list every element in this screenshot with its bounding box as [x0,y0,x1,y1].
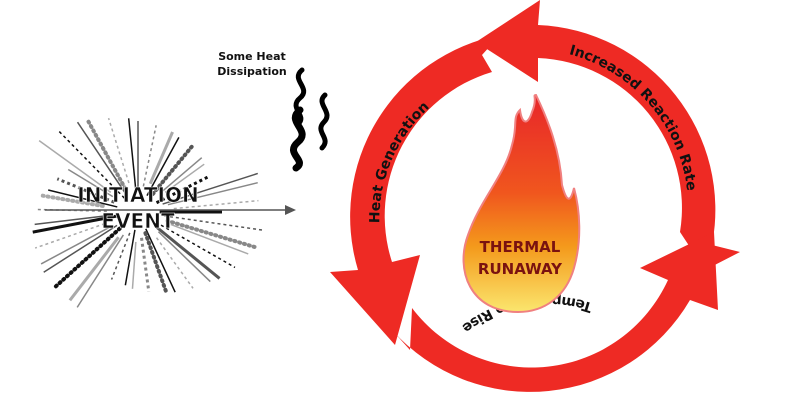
burst-ray [131,241,137,289]
burst-ray [157,231,211,283]
dissipation-label-line2: Dissipation [217,65,286,78]
burst-ray [146,137,180,196]
burst-ray [173,199,259,210]
burst-ray [40,193,105,208]
burst-ray [155,174,211,205]
arrow-increased-reaction-rate [476,0,740,270]
burst-ray [76,121,126,194]
burst-ray [56,177,115,204]
burst-ray [76,234,124,308]
arrow-temperature-rise [392,232,718,392]
burst-ray [53,223,126,290]
burst-ray [86,119,128,191]
burst-ray [148,131,174,185]
cycle-arrows [330,0,740,392]
burst-ray [34,214,112,226]
dissipation-label-line1: Some Heat [218,50,286,63]
burst-ray [162,172,259,205]
center-label-line2: RUNAWAY [478,260,563,278]
center-label-line1: THERMAL [480,238,561,256]
arrow-heat-generation [330,35,500,345]
burst-ray [159,157,203,194]
flame-icon [462,93,581,314]
burst-ray [155,226,221,280]
initiation-label-line1: INITIATION [77,183,198,207]
burst-ray [167,181,258,206]
burst-ray [43,224,118,273]
burst-ray [110,232,131,280]
burst-ray [142,125,157,187]
burst-ray [163,215,265,232]
burst-ray [34,222,106,249]
burst-ray [67,168,114,198]
burst-ray [127,118,137,195]
burst-ray [68,236,120,302]
burst-ray [155,237,194,289]
burst-icon [32,117,265,308]
burst-ray [140,237,151,292]
burst-ray [150,144,194,196]
burst-ray [32,214,118,234]
burst-ray [48,189,118,208]
burst-ray [107,117,130,184]
burst-ray [40,225,113,265]
heat-waves-icon [290,67,330,172]
burst-ray [165,218,258,250]
burst-ray [170,223,249,255]
initiation-arrowhead-icon [285,205,296,215]
burst-ray [124,229,136,286]
burst-ray [38,140,112,193]
burst-ray [57,129,125,199]
burst-ray [164,163,205,193]
initiation-label-line2: EVENT [101,209,175,233]
burst-ray [143,231,169,294]
burst-ray [145,228,176,293]
